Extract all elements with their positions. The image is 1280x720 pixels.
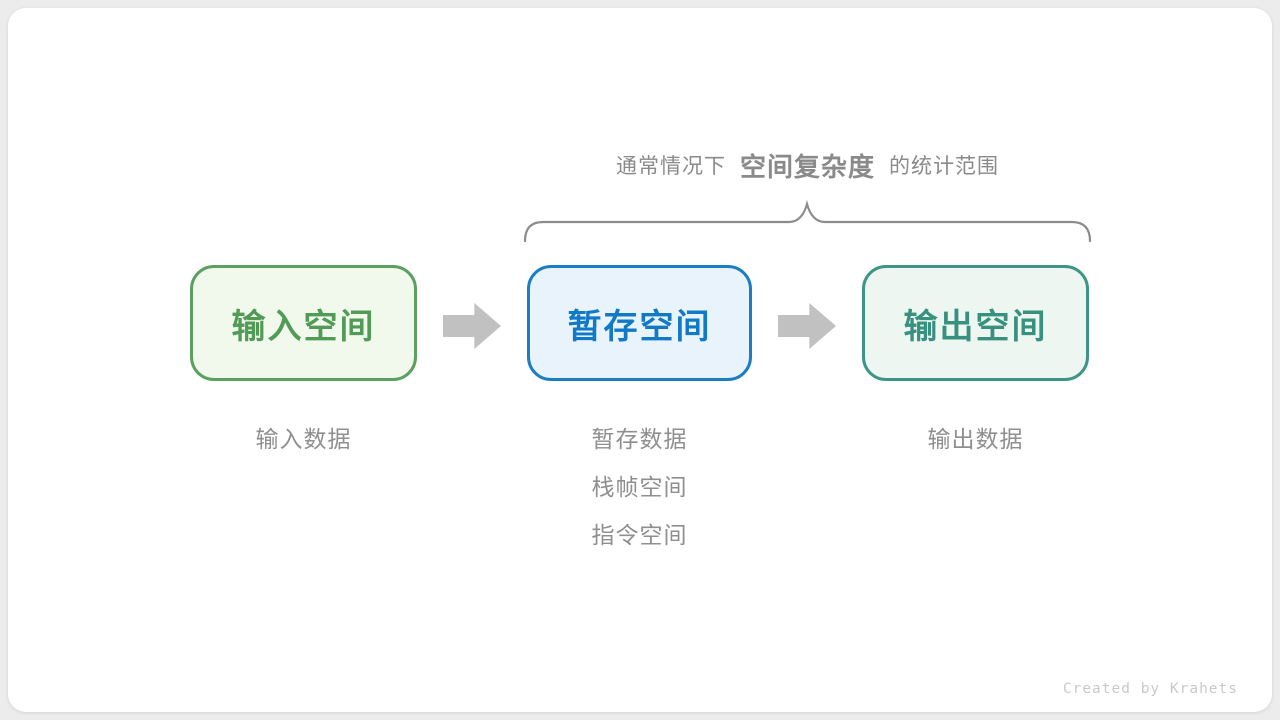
- input-notes: 输入数据: [190, 424, 417, 472]
- scope-title: 通常情况下 空间复杂度 的统计范围: [525, 142, 1090, 188]
- buffer-space-label: 暂存空间: [567, 307, 712, 346]
- scope-title-suffix: 的统计范围: [889, 155, 999, 178]
- buffer-notes: 暂存数据 栈帧空间 指令空间: [527, 424, 752, 568]
- note-output-data: 输出数据: [927, 426, 1024, 452]
- note-buffer-data: 暂存数据: [591, 426, 688, 452]
- scope-brace: [523, 199, 1092, 243]
- scope-title-prefix: 通常情况下: [615, 155, 726, 178]
- note-instruction-space: 指令空间: [591, 522, 688, 548]
- scope-title-highlight: 空间复杂度: [739, 151, 875, 182]
- output-space-box: 输出空间: [862, 265, 1089, 381]
- input-space-box: 输入空间: [190, 265, 417, 381]
- note-stack-frame-space: 栈帧空间: [591, 474, 688, 500]
- credit-text: Created by Krahets: [1062, 681, 1238, 697]
- output-space-label: 输出空间: [903, 307, 1048, 346]
- note-input-data: 输入数据: [255, 426, 352, 452]
- output-notes: 输出数据: [862, 424, 1089, 472]
- buffer-space-box: 暂存空间: [527, 265, 752, 381]
- input-space-label: 输入空间: [231, 307, 376, 346]
